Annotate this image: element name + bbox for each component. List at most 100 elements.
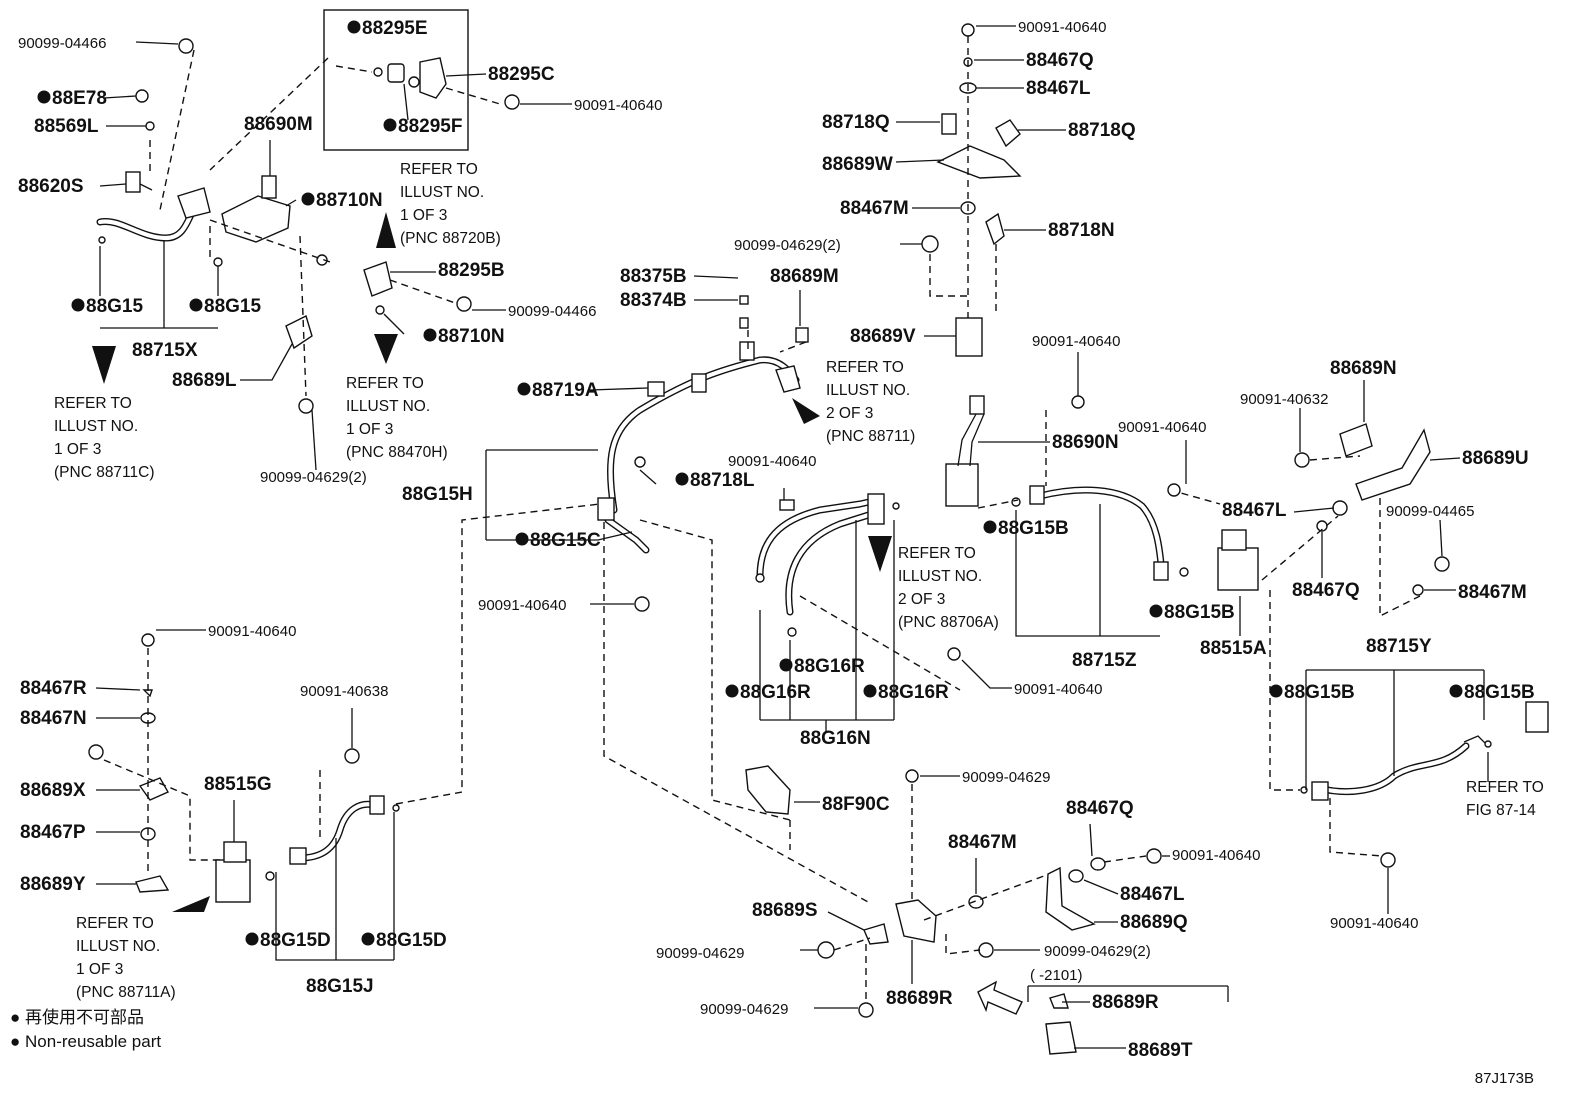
part-label[interactable]: 88718Q — [1068, 120, 1136, 141]
part-label[interactable]: 88718N — [1048, 220, 1115, 241]
part-label[interactable]: 90091-40640 — [1014, 681, 1102, 698]
part-label[interactable]: 88467N — [20, 708, 87, 729]
part-label[interactable]: 88689V — [850, 326, 916, 347]
refer-note-line: REFER TO — [76, 915, 154, 932]
part-label[interactable]: 88467Q — [1066, 798, 1134, 819]
part-label[interactable]: 90091-40640 — [1330, 915, 1418, 932]
part-number: 88710N — [316, 190, 383, 211]
part-label[interactable]: 88G15H — [402, 484, 473, 505]
part-label[interactable]: 90099-04629(2) — [260, 469, 367, 486]
part-label[interactable]: 88375B — [620, 266, 687, 287]
part-label[interactable]: 88467L — [1026, 78, 1091, 99]
part-number: 88467Q — [1066, 798, 1134, 819]
part-label[interactable]: 88467Q — [1026, 50, 1094, 71]
part-label[interactable]: 90091-40632 — [1240, 391, 1328, 408]
part-label[interactable]: 88F90C — [822, 794, 890, 815]
part-label[interactable]: 88689M — [770, 266, 839, 287]
part-label[interactable]: 90091-40640 — [1018, 19, 1106, 36]
part-label[interactable]: 90099-04629(2) — [734, 237, 841, 254]
part-number: 88467Q — [1292, 580, 1360, 601]
part-label[interactable]: 88467M — [948, 832, 1017, 853]
non-reusable-dot-icon — [515, 532, 529, 546]
part-label[interactable]: 88715Z — [1072, 650, 1137, 671]
part-label[interactable]: 88718L — [675, 470, 755, 491]
part-label[interactable]: 88G16R — [779, 656, 866, 677]
part-label[interactable]: 88467M — [840, 198, 909, 219]
part-label[interactable]: 88295E — [347, 18, 428, 39]
part-number: 88718Q — [1068, 120, 1136, 141]
part-label[interactable]: 90091-40640 — [208, 623, 296, 640]
part-label[interactable]: 90091-40640 — [574, 97, 662, 114]
part-label[interactable]: 88515A — [1200, 638, 1267, 659]
part-label[interactable]: 90099-04466 — [508, 303, 596, 320]
part-label[interactable]: 88G15D — [361, 930, 447, 951]
part-label[interactable]: 88G15B — [1149, 602, 1235, 623]
part-label[interactable]: 90099-04466 — [18, 35, 106, 52]
part-label[interactable]: 88467L — [1222, 500, 1287, 521]
part-label[interactable]: 88467R — [20, 678, 87, 699]
part-label[interactable]: 88689T — [1128, 1040, 1193, 1061]
part-label[interactable]: 88515G — [204, 774, 272, 795]
part-label[interactable]: 88689U — [1462, 448, 1529, 469]
part-label[interactable]: 90091-40640 — [478, 597, 566, 614]
part-label[interactable]: 88719A — [517, 380, 599, 401]
part-label[interactable]: ( -2101) — [1030, 967, 1083, 984]
refer-note-line: (PNC 88706A) — [898, 614, 999, 631]
part-label[interactable]: 90099-04629 — [656, 945, 744, 962]
part-number: 88689Y — [20, 874, 86, 895]
part-label[interactable]: 90099-04629 — [700, 1001, 788, 1018]
part-label[interactable]: 88G15 — [189, 296, 262, 317]
part-label[interactable]: 90091-40638 — [300, 683, 388, 700]
part-label[interactable]: 90091-40640 — [1172, 847, 1260, 864]
part-label[interactable]: 88G15J — [306, 976, 374, 997]
part-label[interactable]: 88G16N — [800, 728, 871, 749]
part-label[interactable]: 88689S — [752, 900, 818, 921]
part-label[interactable]: 88374B — [620, 290, 687, 311]
part-label[interactable]: 88689R — [886, 988, 953, 1009]
part-label[interactable]: 88689W — [822, 154, 893, 175]
part-label[interactable]: 88689Q — [1120, 912, 1188, 933]
part-label[interactable]: 88G15B — [1449, 682, 1535, 703]
refer-note-line: REFER TO — [826, 359, 904, 376]
part-label[interactable]: 88G16R — [863, 682, 950, 703]
part-label[interactable]: 88467Q — [1292, 580, 1360, 601]
part-label[interactable]: 88569L — [34, 116, 99, 137]
part-label[interactable]: 88G16R — [725, 682, 812, 703]
non-reusable-dot-icon — [383, 118, 397, 132]
part-label[interactable]: 88E78 — [37, 88, 107, 109]
part-label[interactable]: 88715Y — [1366, 636, 1432, 657]
part-label[interactable]: 90091-40640 — [1118, 419, 1206, 436]
part-label[interactable]: 88690N — [1052, 432, 1119, 453]
part-label[interactable]: 90099-04629(2) — [1044, 943, 1151, 960]
part-label[interactable]: 88467P — [20, 822, 86, 843]
part-label[interactable]: 88689R — [1092, 992, 1159, 1013]
part-label[interactable]: 88295B — [438, 260, 505, 281]
part-label[interactable]: 88710N — [423, 326, 505, 347]
part-label[interactable]: 90091-40640 — [1032, 333, 1120, 350]
part-label[interactable]: 88467M — [1458, 582, 1527, 603]
part-label[interactable]: 88689Y — [20, 874, 86, 895]
part-label[interactable]: 88620S — [18, 176, 84, 197]
part-label[interactable]: 88718Q — [822, 112, 890, 133]
part-label[interactable]: 88689N — [1330, 358, 1397, 379]
part-number: 88G16R — [794, 656, 865, 677]
part-label[interactable]: 90099-04465 — [1386, 503, 1474, 520]
part-label[interactable]: 88G15B — [1269, 682, 1355, 703]
part-label[interactable]: 88G15 — [71, 296, 144, 317]
part-label[interactable]: 88295C — [488, 64, 555, 85]
part-label[interactable]: 88467L — [1120, 884, 1185, 905]
part-label[interactable]: 88715X — [132, 340, 198, 361]
part-label[interactable]: 88689X — [20, 780, 86, 801]
part-label[interactable]: 88G15B — [983, 518, 1069, 539]
part-label[interactable]: 88690M — [244, 114, 313, 135]
part-label[interactable]: 88G15C — [515, 530, 602, 551]
non-reusable-dot-icon — [983, 520, 997, 534]
part-label[interactable]: 90091-40640 — [728, 453, 816, 470]
part-label[interactable]: 88689L — [172, 370, 237, 391]
part-label[interactable]: 90099-04629 — [962, 769, 1050, 786]
part-label[interactable]: 88710N — [301, 190, 383, 211]
part-label[interactable]: 88G15D — [245, 930, 331, 951]
part-label[interactable]: 88295F — [383, 116, 463, 137]
part-number: 88G15 — [204, 296, 261, 317]
legend-jp-text: 再使用不可部品 — [25, 1008, 145, 1027]
